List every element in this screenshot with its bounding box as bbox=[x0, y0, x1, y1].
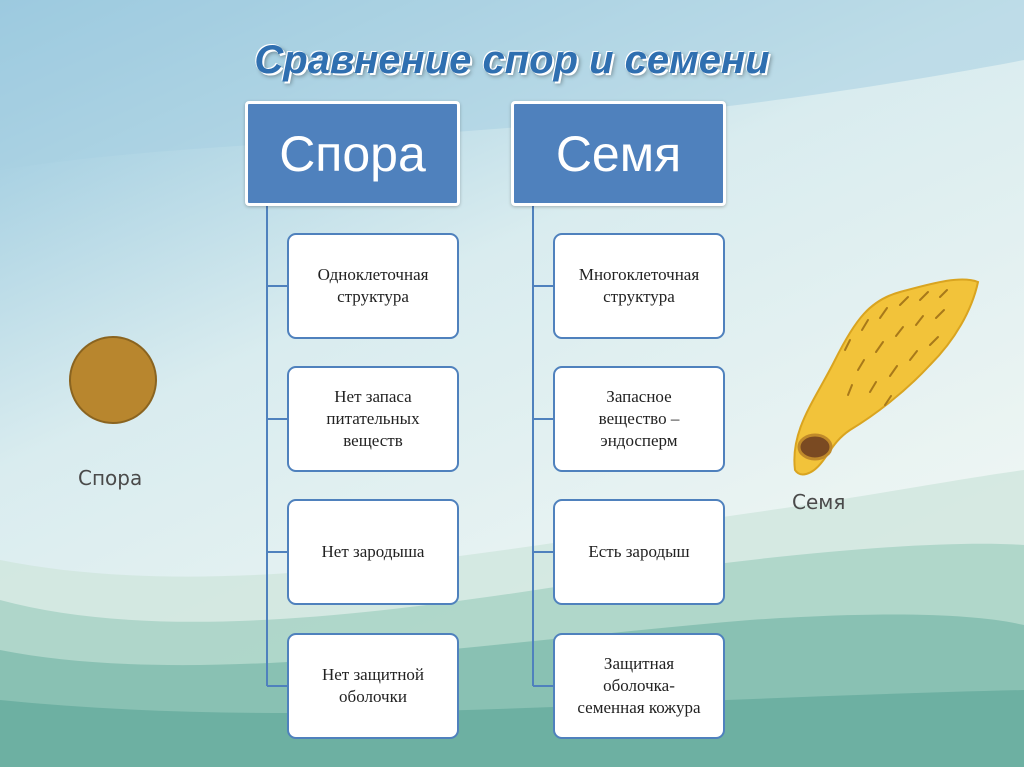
seed-item-2: Запасное вещество – эндосперм bbox=[553, 366, 725, 472]
seed-item-1: Многоклеточная структура bbox=[553, 233, 725, 339]
seed-item-4: Защитная оболочка- семенная кожура bbox=[553, 633, 725, 739]
header-seed: Семя bbox=[511, 101, 726, 206]
seed-label: Семя bbox=[792, 490, 846, 514]
seed-connectors bbox=[532, 206, 555, 687]
spore-item-4: Нет защитной оболочки bbox=[287, 633, 459, 739]
spore-item-2: Нет запаса питательных веществ bbox=[287, 366, 459, 472]
page-title: Сравнение спор и семени bbox=[254, 38, 770, 82]
spore-item-3: Нет зародыша bbox=[287, 499, 459, 605]
spore-connectors bbox=[266, 206, 289, 687]
spore-label: Спора bbox=[78, 466, 143, 490]
header-spore: Спора bbox=[245, 101, 460, 206]
spore-illustration bbox=[69, 336, 157, 424]
seed-illustration bbox=[793, 278, 980, 476]
seed-item-3: Есть зародыш bbox=[553, 499, 725, 605]
spore-item-1: Одноклеточная структура bbox=[287, 233, 459, 339]
